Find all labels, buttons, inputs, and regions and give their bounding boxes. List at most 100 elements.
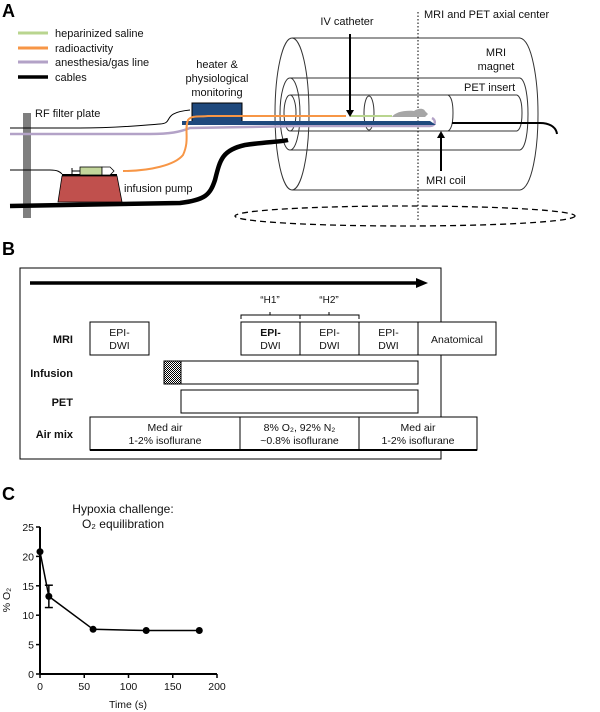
- label-rf-filter-plate: RF filter plate: [35, 108, 100, 120]
- data-point: [45, 592, 53, 600]
- svg-text:EPI-: EPI-: [109, 327, 130, 339]
- coil-ring-left: [363, 95, 375, 131]
- rf-filter-plate: [23, 113, 31, 218]
- y-tick-label: 25: [22, 522, 34, 534]
- bracket-h1: [240, 312, 301, 319]
- row-label-pet: PET: [52, 397, 74, 409]
- row-label-infusion: Infusion: [30, 368, 73, 380]
- svg-text:8% O₂, 92% N₂: 8% O₂, 92% N₂: [264, 422, 336, 434]
- panel-label-a: A: [2, 1, 15, 21]
- mri-block-h2: EPI- DWI: [299, 321, 360, 356]
- timeline-arrowhead: [416, 278, 428, 288]
- air-mix-block-1: Med air 1-2% isoflurane: [89, 416, 241, 451]
- anesthesia-gas-line: [10, 116, 436, 136]
- x-axis-label: Time (s): [109, 699, 147, 711]
- data-point: [142, 626, 150, 634]
- mouse-silhouette: [392, 108, 428, 117]
- y-tick-label: 0: [28, 669, 34, 681]
- legend-label-anesthesia: anesthesia/gas line: [55, 57, 149, 69]
- pet-insert-cylinder: [279, 77, 529, 151]
- series-line: [39, 551, 200, 632]
- label-axial-center: MRI and PET axial center: [424, 9, 549, 21]
- svg-text:Anatomical: Anatomical: [431, 334, 483, 346]
- coil-cable: [452, 122, 558, 135]
- infusion-bolus: [163, 360, 182, 385]
- svg-text:Med air: Med air: [147, 422, 183, 434]
- svg-text:Med air: Med air: [400, 422, 436, 434]
- chart-marks: [36, 548, 203, 634]
- label-heater-3: monitoring: [191, 87, 242, 99]
- svg-text:~0.8% isoflurane: ~0.8% isoflurane: [260, 435, 339, 447]
- iv-catheter-arrowhead: [346, 110, 354, 117]
- y-axis-label: % O₂: [1, 588, 13, 613]
- legend-label-saline: heparinized saline: [55, 28, 144, 40]
- data-point: [195, 626, 203, 634]
- label-mri-magnet-1: MRI: [486, 47, 506, 59]
- mri-coil-arrowhead: [437, 131, 445, 138]
- inner-bore-cylinder: [283, 94, 523, 132]
- pump-cable-thin: [10, 169, 63, 175]
- x-tick-label: 150: [164, 681, 182, 693]
- label-heater-1: heater &: [196, 59, 238, 71]
- mri-block-h1: EPI- DWI: [240, 321, 301, 356]
- svg-text:EPI-: EPI-: [319, 327, 340, 339]
- bracket-h2: [299, 312, 360, 319]
- data-point: [89, 625, 97, 633]
- legend-item-anesthesia: anesthesia/gas line: [18, 57, 149, 69]
- panel-label-c: C: [2, 484, 15, 504]
- svg-text:1-2% isoflurane: 1-2% isoflurane: [382, 435, 455, 447]
- y-tick-label: 10: [22, 610, 34, 622]
- monitor-cable-thin: [10, 109, 191, 129]
- label-mri-magnet-2: magnet: [478, 61, 515, 73]
- floor-dashed-ellipse: [234, 205, 576, 227]
- legend-item-cables: cables: [18, 72, 87, 84]
- svg-text:EPI-: EPI-: [260, 327, 281, 339]
- air-mix-block-hypoxia: 8% O₂, 92% N₂ ~0.8% isoflurane: [239, 416, 360, 451]
- air-mix-block-3: Med air 1-2% isoflurane: [358, 416, 478, 451]
- protocol-frame: [19, 267, 442, 460]
- row-label-air-mix: Air mix: [36, 429, 74, 441]
- x-tick-label: 100: [120, 681, 138, 693]
- marker-h1: “H1”: [260, 295, 279, 306]
- x-tick-label: 0: [37, 681, 43, 693]
- label-mri-coil: MRI coil: [426, 175, 466, 187]
- y-tick-label: 15: [22, 581, 34, 593]
- label-infusion-pump: infusion pump: [124, 183, 193, 195]
- legend-label-cables: cables: [55, 72, 87, 84]
- syringe: [71, 166, 115, 176]
- label-pet-insert: PET insert: [464, 82, 515, 94]
- infusion-pump: [57, 175, 123, 203]
- pet-bar: [180, 389, 419, 414]
- label-iv-catheter: IV catheter: [320, 16, 374, 28]
- svg-text:EPI-: EPI-: [378, 327, 399, 339]
- main-cable: [9, 137, 289, 209]
- mri-magnet-cylinder: [274, 37, 539, 191]
- mri-block-anatomical: Anatomical: [417, 321, 497, 356]
- animal-bed: [182, 121, 436, 125]
- legend-item-saline: heparinized saline: [18, 28, 144, 40]
- data-point: [36, 548, 44, 556]
- infusion-bar: [180, 360, 419, 385]
- svg-text:DWI: DWI: [109, 340, 129, 352]
- chart-title: Hypoxia challenge:: [72, 502, 173, 516]
- svg-text:1-2% isoflurane: 1-2% isoflurane: [129, 435, 202, 447]
- mri-block-4: EPI- DWI: [358, 321, 419, 356]
- legend-item-radioactivity: radioactivity: [18, 43, 114, 55]
- svg-text:DWI: DWI: [319, 340, 339, 352]
- legend: heparinized saline radioactivity anesthe…: [18, 28, 149, 84]
- svg-text:DWI: DWI: [260, 340, 280, 352]
- x-tick-label: 50: [78, 681, 90, 693]
- coil-ring-right: [447, 94, 454, 132]
- y-tick-label: 20: [22, 551, 34, 563]
- chart-subtitle: O₂ equilibration: [82, 517, 164, 531]
- legend-label-radioactivity: radioactivity: [55, 43, 114, 55]
- row-label-mri: MRI: [53, 334, 73, 346]
- label-heater-2: physiological: [186, 73, 249, 85]
- svg-text:DWI: DWI: [378, 340, 398, 352]
- marker-h2: “H2”: [319, 295, 338, 306]
- radioactivity-line: [122, 115, 346, 172]
- mri-block-1: EPI- DWI: [89, 321, 150, 356]
- panel-label-b: B: [2, 239, 15, 259]
